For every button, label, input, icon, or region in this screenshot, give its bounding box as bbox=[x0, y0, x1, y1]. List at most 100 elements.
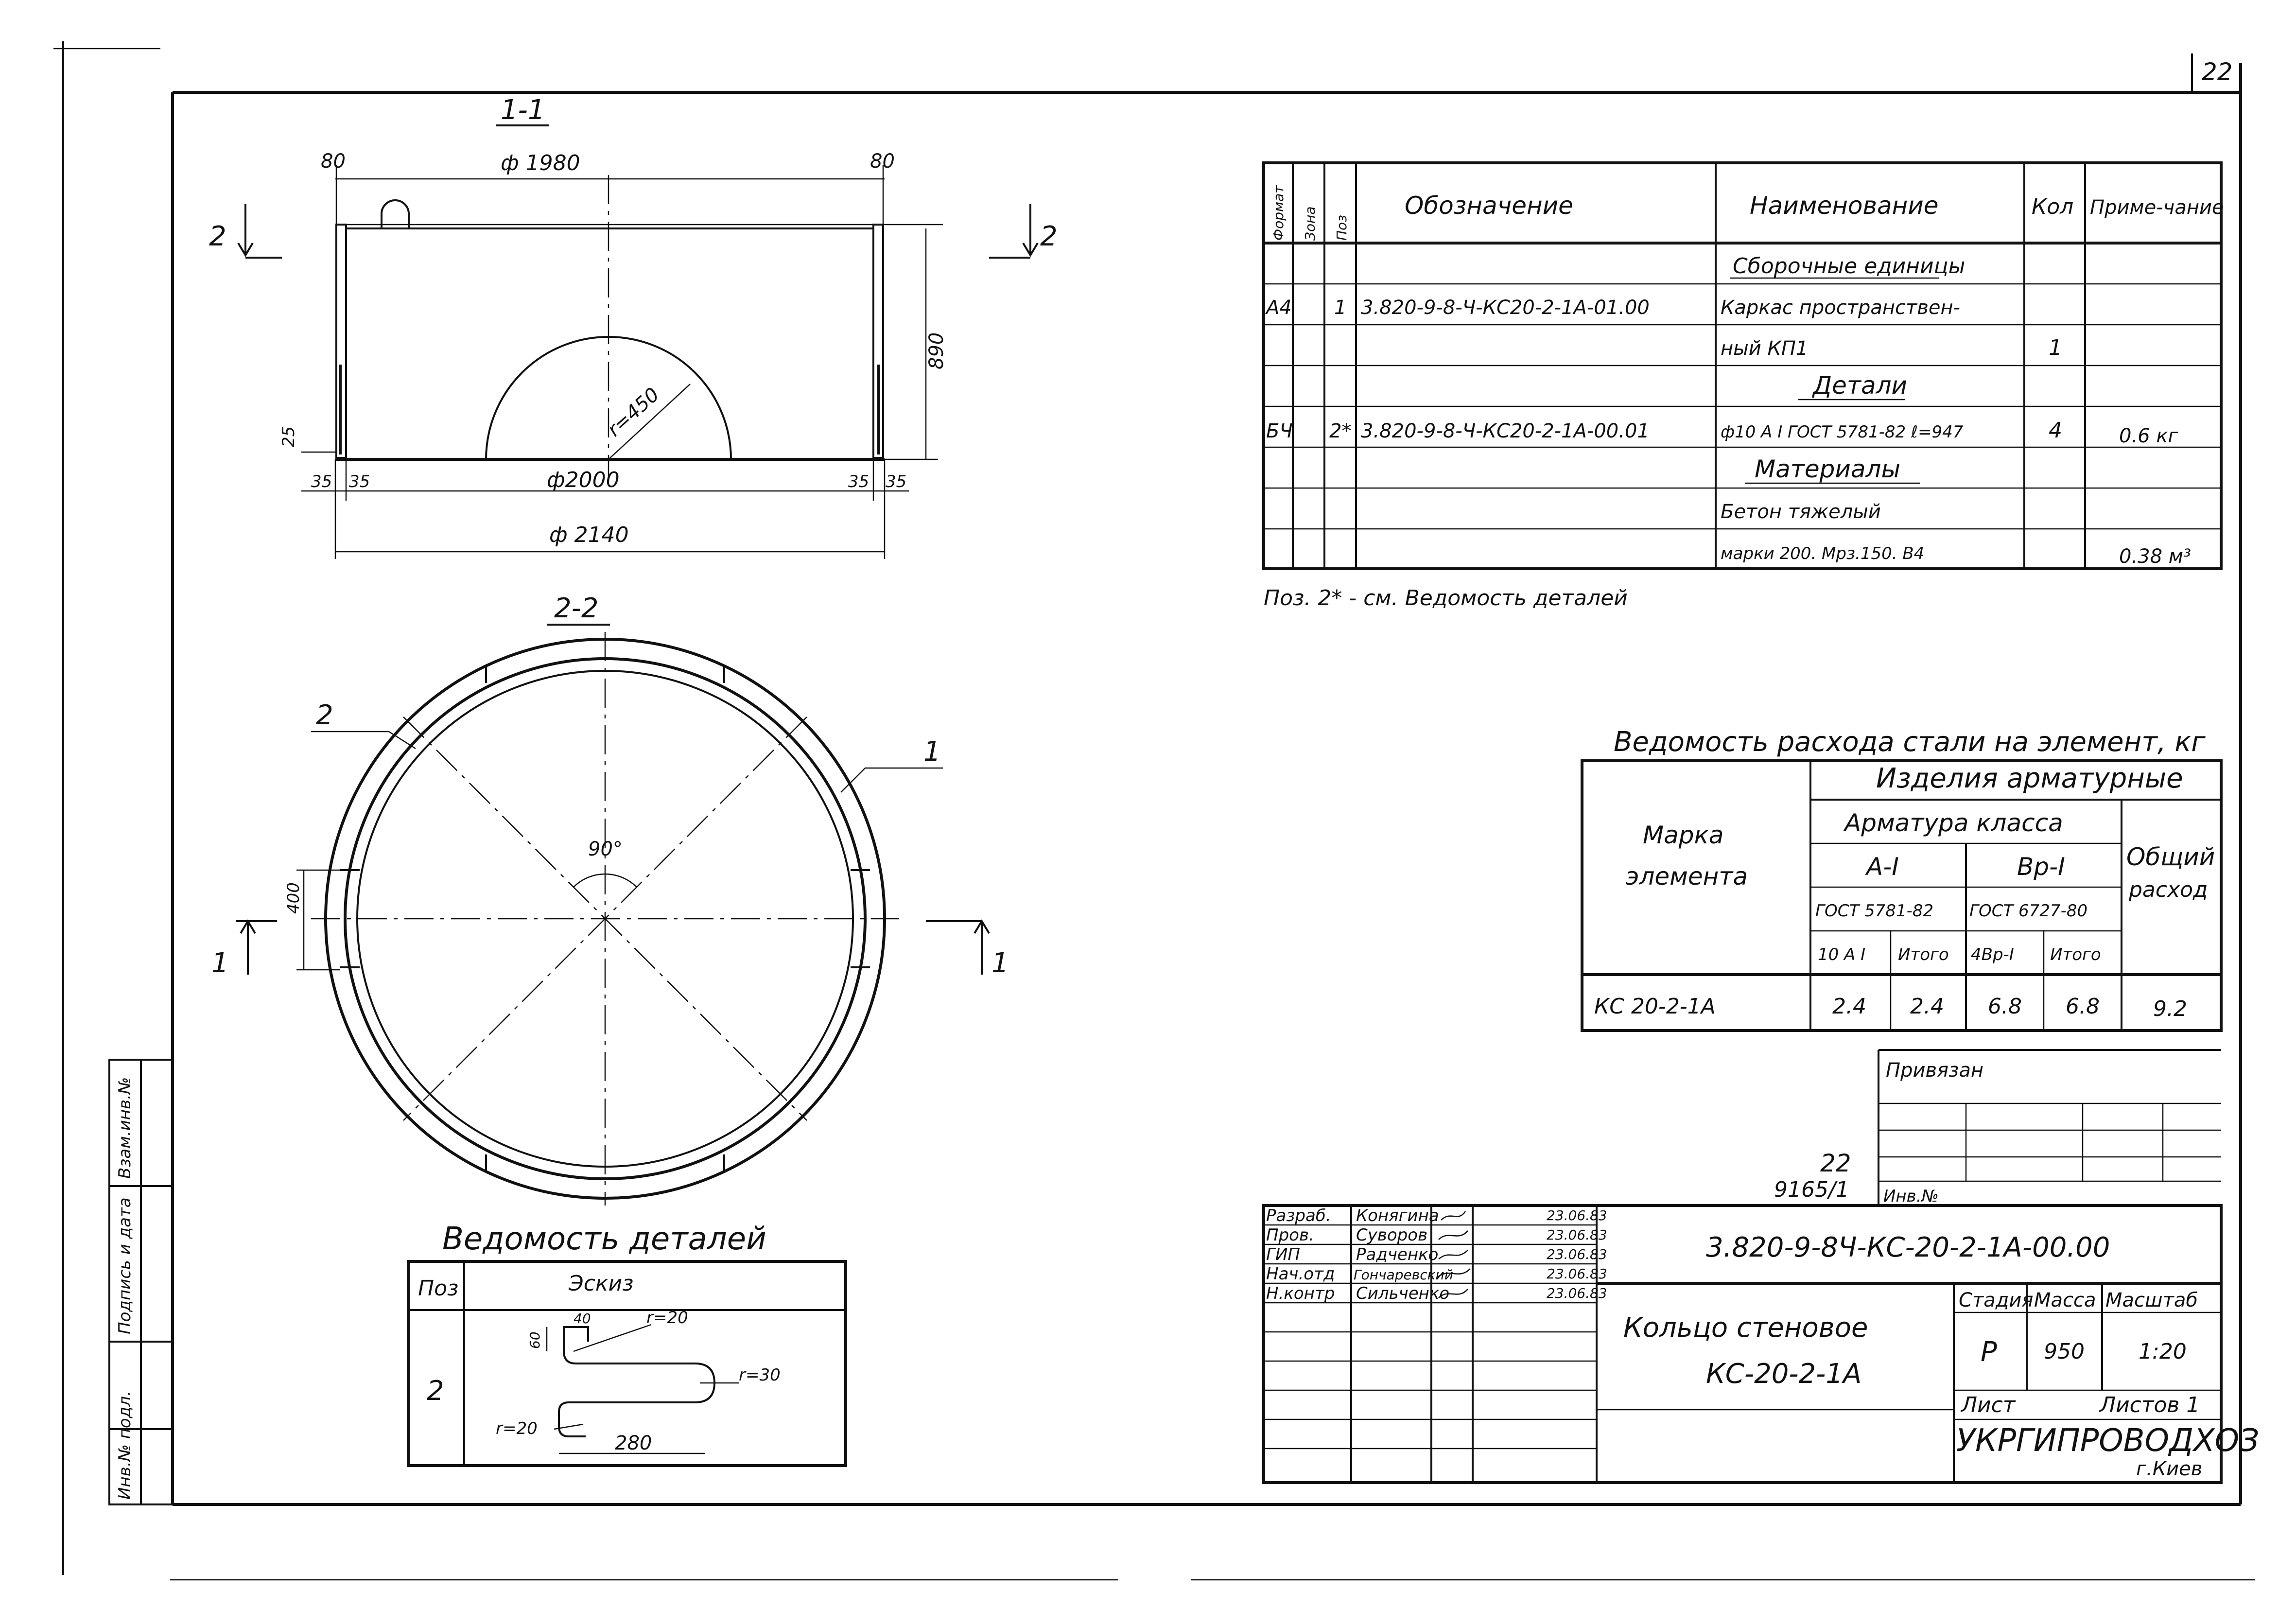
details-h-sketch: Эскиз bbox=[568, 1271, 633, 1296]
tb-date-1: 23.06.83 bbox=[1547, 1227, 1607, 1243]
steel-h-c2: Итого bbox=[1898, 945, 1949, 964]
det-r20a: r=20 bbox=[646, 1308, 688, 1328]
steel-h-mark-1: Марка bbox=[1643, 821, 1723, 849]
spec-h-designation: Обозначение bbox=[1405, 192, 1573, 220]
spec-r3-name: Детали bbox=[1812, 371, 1907, 400]
steel-h-c1: 10 А I bbox=[1818, 945, 1865, 964]
spec-r4-fmt: БЧ bbox=[1266, 420, 1293, 442]
tb-name-4: Сильченко bbox=[1356, 1284, 1449, 1303]
tb-name-0: Конягина bbox=[1356, 1206, 1439, 1225]
steel-table: Ведомость расхода стали на элемент, кг М… bbox=[1581, 726, 2223, 1032]
tb-designation: 3.820-9-8Ч-КС-20-2-1А-00.00 bbox=[1706, 1232, 2110, 1263]
tb-name-1: Суворов bbox=[1356, 1225, 1427, 1245]
steel-h-total-1: Общий bbox=[2126, 843, 2215, 871]
tb-sheets-label: Листов 1 bbox=[2099, 1393, 2200, 1417]
details-h-pos: Поз bbox=[418, 1276, 458, 1301]
steel-h-products: Изделия арматурные bbox=[1876, 763, 2183, 794]
spec-r1-name: Каркас пространствен- bbox=[1721, 297, 1960, 319]
steel-row-mark: КС 20-2-1А bbox=[1594, 994, 1716, 1019]
tb-scale-label: Масштаб bbox=[2105, 1289, 2198, 1311]
signatures bbox=[1436, 1211, 1471, 1298]
dim-d1980: ф 1980 bbox=[501, 151, 580, 175]
opening-400-label: 400 bbox=[284, 882, 303, 914]
spec-r4-code: 3.820-9-8-Ч-КС20-2-1А-00.01 bbox=[1361, 420, 1650, 442]
det-dim-60: 60 bbox=[527, 1331, 543, 1349]
spec-h-format: Формат bbox=[1270, 185, 1287, 241]
arc-radius-label: r=450 bbox=[603, 384, 664, 441]
privyazan-block: Привязан Инв.№ 22 9165/1 bbox=[1774, 1049, 2221, 1206]
dim-left-25: 25 bbox=[279, 426, 298, 447]
spec-r7-name: марки 200. Мрз.150. В4 bbox=[1721, 544, 1924, 563]
steel-h-ai: А-I bbox=[1865, 853, 1899, 881]
cut-1-left: 1 bbox=[211, 947, 229, 979]
privyazan-label: Привязан bbox=[1886, 1059, 1983, 1082]
tb-name-3: Гончаревский bbox=[1354, 1267, 1453, 1283]
tb-mass: 950 bbox=[2044, 1339, 2085, 1364]
dim-35-a: 35 bbox=[311, 472, 332, 491]
steel-h-bpi: Вр-I bbox=[2017, 853, 2065, 881]
spec-h-zone: Зона bbox=[1302, 206, 1318, 241]
stamp-sheet-no: 22 bbox=[1820, 1149, 1851, 1177]
corner-number-box: 22 bbox=[2191, 53, 2241, 93]
details-table: Ведомость деталей Поз Эскиз 2 60 40 r=20… bbox=[407, 1221, 847, 1467]
spec-r1-code: 3.820-9-8-Ч-КС20-2-1А-01.00 bbox=[1361, 297, 1650, 319]
section-1-1: 1-1 r=450 ф 1980 80 80 890 25 2 bbox=[209, 94, 1058, 559]
spec-r7-note: 0.38 м³ bbox=[2119, 545, 2191, 568]
steel-row-total: 9.2 bbox=[2153, 996, 2187, 1021]
angle-90-label: 90° bbox=[588, 838, 623, 860]
side-label-sign: Подпись и дата bbox=[115, 1197, 135, 1334]
spec-r2-qty: 1 bbox=[2049, 335, 2062, 360]
cut-2-left: 2 bbox=[209, 221, 226, 252]
tb-role-1: Пров. bbox=[1266, 1225, 1314, 1245]
spec-table: Формат Зона Поз Обозначение Наименование… bbox=[1262, 161, 2224, 611]
dim-35-c: 35 bbox=[848, 472, 869, 491]
dim-height-890: 890 bbox=[925, 332, 948, 369]
tb-stage-label: Стадия bbox=[1959, 1289, 2033, 1311]
spec-footnote: Поз. 2* - см. Ведомость деталей bbox=[1264, 586, 1628, 611]
tb-city: г.Киев bbox=[2136, 1458, 2202, 1480]
tb-scale: 1:20 bbox=[2139, 1339, 2187, 1364]
side-stamp: Инв.№ подл. Подпись и дата Взам.инв.№ bbox=[108, 1059, 174, 1505]
det-r20b: r=20 bbox=[496, 1419, 538, 1438]
spec-r4-qty: 4 bbox=[2049, 418, 2062, 443]
dim-35-b: 35 bbox=[349, 472, 370, 491]
spec-r4-pos: 2* bbox=[1329, 420, 1351, 442]
tb-date-4: 23.06.83 bbox=[1547, 1285, 1607, 1301]
dim-d2140: ф 2140 bbox=[549, 523, 629, 547]
side-label-inv: Инв.№ подл. bbox=[115, 1391, 135, 1500]
steel-h-total-2: расход bbox=[2128, 877, 2208, 902]
steel-h-c4: Итого bbox=[2050, 945, 2101, 964]
steel-h-gost2: ГОСТ 6727-80 bbox=[1969, 901, 2087, 921]
section-2-2-title: 2-2 bbox=[554, 593, 598, 624]
spec-r0-name: Сборочные единицы bbox=[1733, 254, 1965, 279]
dim-wall-left-80: 80 bbox=[321, 150, 346, 173]
tb-name-2: Радченко bbox=[1356, 1245, 1438, 1264]
tb-role-0: Разраб. bbox=[1266, 1206, 1331, 1225]
spec-h-qty: Кол bbox=[2032, 194, 2073, 219]
callout-1: 1 bbox=[923, 736, 941, 768]
tb-name-line1: Кольцо стеновое bbox=[1623, 1312, 1868, 1344]
cut-1-right: 1 bbox=[991, 947, 1009, 979]
spec-r5-name: Материалы bbox=[1755, 455, 1900, 483]
details-title: Ведомость деталей bbox=[442, 1221, 766, 1257]
dim-wall-right-80: 80 bbox=[870, 150, 895, 173]
spec-r1-pos: 1 bbox=[1334, 297, 1346, 319]
tb-role-3: Нач.отд bbox=[1266, 1264, 1335, 1284]
spec-h-pos: Поз bbox=[1334, 215, 1350, 241]
dim-d2000: ф2000 bbox=[547, 468, 620, 492]
steel-h-c3: 4Вр-I bbox=[1971, 945, 2014, 964]
steel-h-mark-2: элемента bbox=[1626, 862, 1748, 891]
tb-stage: Р bbox=[1981, 1336, 1997, 1368]
steel-title: Ведомость расхода стали на элемент, кг bbox=[1614, 726, 2206, 758]
dim-35-d: 35 bbox=[886, 472, 906, 491]
stamp-code: 9165/1 bbox=[1774, 1177, 1849, 1202]
steel-row-v1: 2.4 bbox=[1832, 994, 1866, 1019]
title-block: Разраб. Конягина 23.06.83 Пров. Суворов … bbox=[1262, 1204, 2259, 1484]
spec-h-note: Приме-чание bbox=[2090, 196, 2224, 219]
spec-r1-fmt: А4 bbox=[1265, 297, 1292, 319]
tb-date-0: 23.06.83 bbox=[1547, 1207, 1607, 1223]
tb-role-2: ГИП bbox=[1266, 1245, 1300, 1264]
bar-sketch: 60 40 r=20 r=30 r=20 280 bbox=[496, 1308, 781, 1454]
steel-row-v4: 6.8 bbox=[2066, 994, 2100, 1019]
